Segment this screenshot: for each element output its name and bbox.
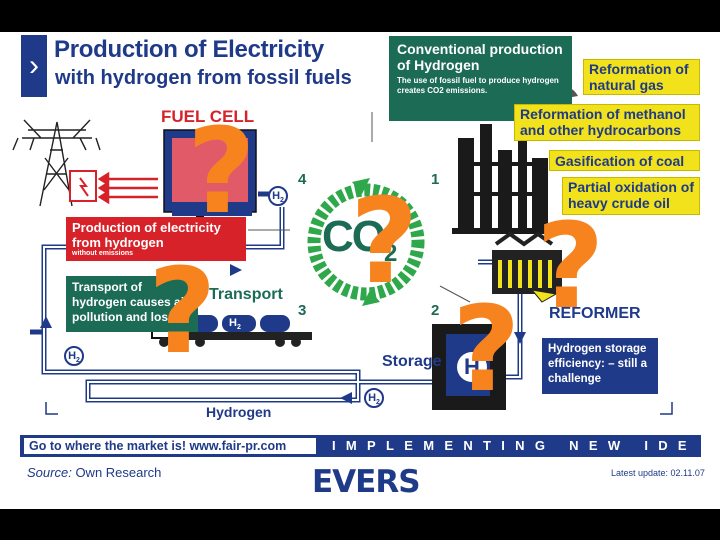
question-mark-icon: ? — [452, 280, 521, 418]
footer-bar: Go to where the market is! www.fair-pr.c… — [20, 435, 701, 457]
source-line: Source: Own Research — [27, 465, 161, 480]
transport-label: Transport — [209, 286, 283, 303]
h2-badge: H2 — [64, 346, 84, 366]
h2-badge: H2 — [364, 388, 384, 408]
page-title: Production of Electricity — [54, 36, 324, 63]
fuel-cell-label: FUEL CELL — [161, 107, 255, 126]
cycle-step-1: 1 — [431, 171, 440, 188]
co2-label: CO2 — [322, 212, 397, 267]
method-reformation-gas: Reformation of natural gas — [583, 59, 700, 95]
cycle-step-3: 3 — [298, 302, 307, 319]
question-mark-icon: ? — [536, 197, 605, 335]
method-gasification-coal: Gasification of coal — [549, 150, 700, 171]
footer-slogan: IMPLEMENTING NEW IDEAS — [332, 438, 697, 453]
production-note: without emissions — [72, 250, 134, 257]
question-mark-icon: ? — [350, 172, 419, 310]
footer-link[interactable]: Go to where the market is! www.fair-pr.c… — [24, 438, 316, 454]
cycle-step-2: 2 — [431, 302, 440, 319]
tank-h-label: H — [464, 354, 480, 379]
storage-label: Storage — [382, 353, 442, 370]
hydrogen-label: Hydrogen — [206, 404, 272, 420]
method-reformation-methanol: Reformation of methanol and other hydroc… — [514, 104, 700, 141]
cycle-step-4: 4 — [298, 171, 307, 188]
power-pylon-icon — [12, 119, 101, 207]
evers-logo: EVERS — [312, 464, 421, 500]
method-partial-oxidation: Partial oxidation of heavy crude oil — [562, 177, 700, 215]
infographic: › Production of Electricity with hydroge… — [0, 32, 720, 509]
update-date: Latest update: 02.11.07 — [611, 468, 705, 478]
storage-tank-icon — [432, 324, 506, 410]
storage-efficiency-note: Hydrogen storage efficiency: – still a c… — [542, 338, 658, 394]
truck-h2-label: H2 — [229, 317, 241, 332]
co2-cycle-icon — [307, 178, 425, 306]
transport-note: Transport of hydrogen causes air polluti… — [66, 276, 198, 332]
source-value: Own Research — [75, 465, 162, 480]
conventional-heading: Conventional production of Hydrogen — [397, 41, 563, 73]
production-box: Production of electricity from hydrogen … — [66, 217, 246, 261]
reformer-label: REFORMER — [549, 305, 641, 322]
page-subtitle: with hydrogen from fossil fuels — [55, 67, 352, 89]
h2-badge: H2 — [268, 186, 288, 206]
question-mark-icon: ? — [148, 242, 217, 380]
refinery-icon — [452, 124, 552, 234]
conventional-note: The use of fossil fuel to produce hydrog… — [397, 76, 559, 95]
question-mark-icon: ? — [187, 102, 256, 240]
electricity-arrows — [97, 171, 158, 205]
chevron-right-icon: › — [21, 35, 47, 97]
reformer-icon — [492, 231, 562, 303]
diagram-graphics — [12, 87, 673, 415]
source-label: Source: — [27, 465, 72, 480]
production-heading: Production of electricity from hydrogen — [72, 220, 221, 250]
